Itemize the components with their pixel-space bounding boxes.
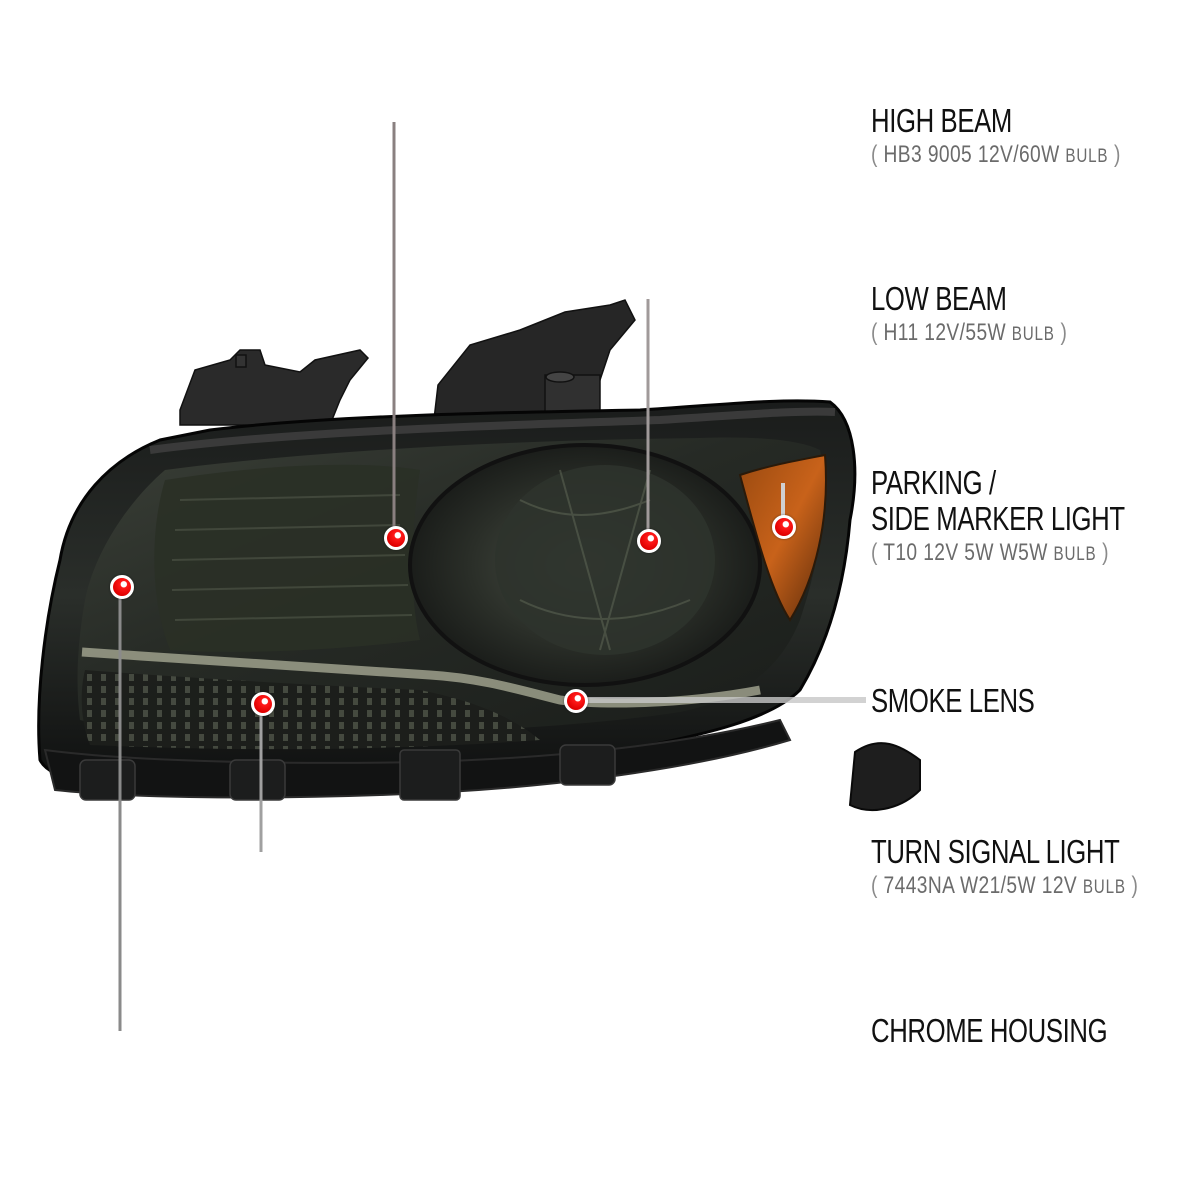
pin-low-beam[interactable] xyxy=(637,529,661,553)
callout-spec: ( 7443NA W21/5W 12V BULB ) xyxy=(871,872,1139,899)
callout-high-beam: HIGH BEAM ( HB3 9005 12V/60W BULB ) xyxy=(871,103,1183,171)
callout-low-beam: LOW BEAM ( H11 12V/55W BULB ) xyxy=(871,281,1116,349)
pin-turn-signal[interactable] xyxy=(251,692,275,716)
callout-spec: ( HB3 9005 12V/60W BULB ) xyxy=(871,141,1121,168)
callout-title: HIGH BEAM xyxy=(871,102,1012,139)
leader-line-parking xyxy=(781,481,866,517)
pin-smoke-lens[interactable] xyxy=(564,689,588,713)
callout-smoke-lens: SMOKE LENS xyxy=(871,683,1081,719)
pin-chrome-housing[interactable] xyxy=(110,575,134,599)
leader-line-high-beam xyxy=(392,120,852,528)
mounting-brackets xyxy=(179,299,636,429)
callout-title: SMOKE LENS xyxy=(871,682,1035,719)
callout-parking-side-marker: PARKING / SIDE MARKER LIGHT ( T10 12V 5W… xyxy=(871,465,1196,569)
callout-spec: ( H11 12V/55W BULB ) xyxy=(871,319,1068,346)
pin-high-beam[interactable] xyxy=(384,526,408,550)
callout-spec: ( T10 12V 5W W5W BULB ) xyxy=(871,539,1109,566)
callout-title: CHROME HOUSING xyxy=(871,1012,1108,1049)
leader-line-chrome-housing xyxy=(118,595,852,1033)
leader-line-low-beam xyxy=(646,297,852,531)
pin-parking-side-marker[interactable] xyxy=(772,515,796,539)
callout-title: TURN SIGNAL LIGHT xyxy=(871,833,1120,870)
callout-title-line2: SIDE MARKER LIGHT xyxy=(871,500,1125,537)
callout-title: LOW BEAM xyxy=(871,280,1007,317)
leader-line-turn-signal xyxy=(259,712,852,854)
callout-turn-signal: TURN SIGNAL LIGHT ( 7443NA W21/5W 12V BU… xyxy=(871,834,1200,902)
callout-chrome-housing: CHROME HOUSING xyxy=(871,1013,1174,1049)
callout-title-line1: PARKING / xyxy=(871,464,996,501)
